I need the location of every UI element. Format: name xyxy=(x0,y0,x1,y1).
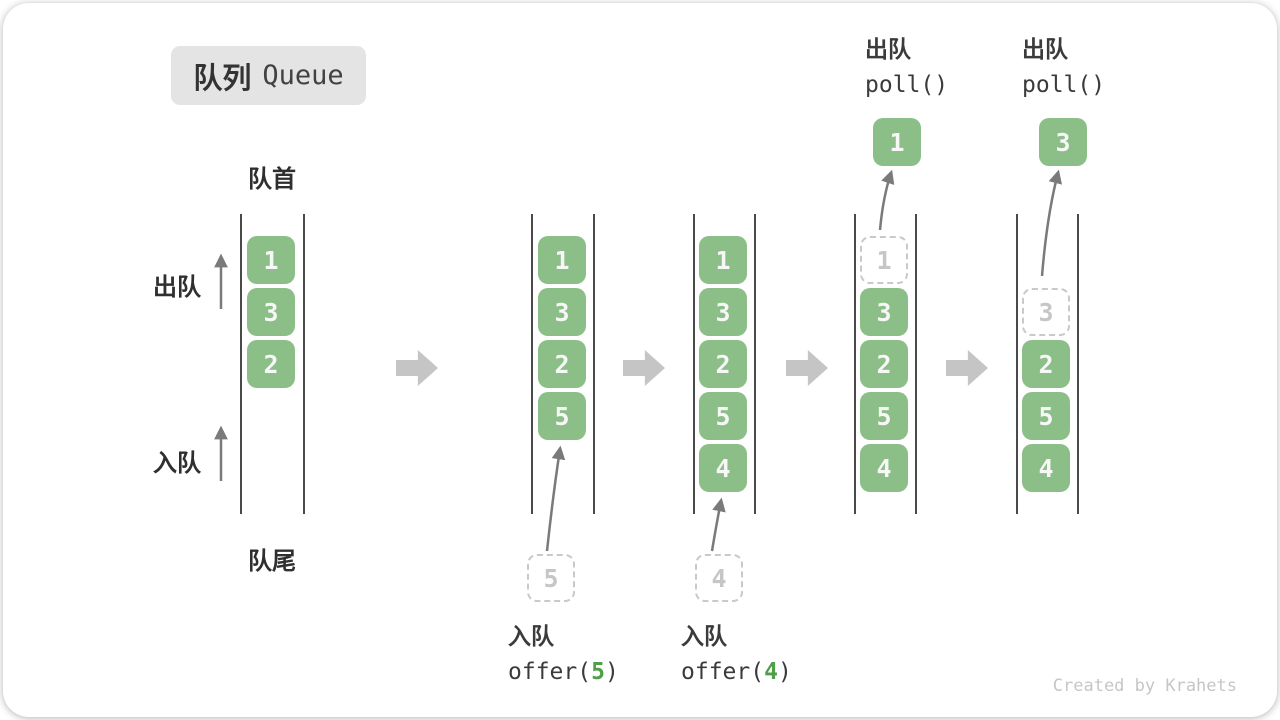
queue-cell: 2 xyxy=(1022,340,1070,388)
queue-wall xyxy=(240,214,242,514)
offer5-op-label: 入队 offer(5) xyxy=(508,618,619,690)
queue-cell: 4 xyxy=(1022,444,1070,492)
poll2-code-text: poll() xyxy=(1022,72,1106,98)
enqueue-4-arrow xyxy=(710,497,726,552)
queue-wall xyxy=(915,214,917,514)
queue-wall xyxy=(303,214,305,514)
queue-rear-label: 队尾 xyxy=(248,548,296,575)
offer4-code-text: offer(4) xyxy=(681,654,792,690)
queue-cell: 5 xyxy=(538,392,586,440)
queue-cell-removed: 3 xyxy=(1022,288,1070,336)
code-fragment: offer( xyxy=(681,659,765,685)
poll-3-arrow xyxy=(1040,169,1063,277)
poll1-op-label: 出队 poll() xyxy=(865,31,948,103)
queue-cell: 3 xyxy=(860,288,908,336)
queue-wall xyxy=(754,214,756,514)
dequeue-side-label: 出队 xyxy=(153,274,201,301)
queue-cell: 2 xyxy=(699,340,747,388)
offer5-action-text: 入队 xyxy=(508,623,554,649)
polled-cell: 3 xyxy=(1039,118,1087,166)
transition-arrow-icon xyxy=(786,350,828,386)
polled-cell: 1 xyxy=(873,118,921,166)
queue-cell: 1 xyxy=(247,236,295,284)
offer4-op-label: 入队 offer(4) xyxy=(681,618,792,690)
diagram-canvas: 队列 Queue 队首 队尾 出队 入队 1 3 2 1 3 2 xyxy=(3,3,1277,717)
transition-arrow-icon xyxy=(623,350,665,386)
offer4-action-text: 入队 xyxy=(681,623,727,649)
title-badge: 队列 Queue xyxy=(171,46,366,105)
queue-front-label: 队首 xyxy=(248,166,296,193)
title-english: Queue xyxy=(262,60,344,91)
queue-cell: 3 xyxy=(247,288,295,336)
code-fragment: offer( xyxy=(508,659,592,685)
poll2-op-label: 出队 poll() xyxy=(1022,31,1105,103)
queue-wall xyxy=(1016,214,1018,514)
code-arg: 4 xyxy=(764,659,778,685)
queue-cell: 1 xyxy=(538,236,586,284)
transition-arrow-icon xyxy=(946,350,988,386)
code-arg: 5 xyxy=(591,659,605,685)
watermark: Created by Krahets xyxy=(1052,676,1237,696)
queue-cell: 2 xyxy=(538,340,586,388)
queue-cell: 4 xyxy=(699,444,747,492)
transition-arrow-icon xyxy=(396,350,438,386)
queue-cell: 3 xyxy=(699,288,747,336)
poll1-code-text: poll() xyxy=(865,72,949,98)
queue-wall xyxy=(854,214,856,514)
queue-cell-removed: 1 xyxy=(860,236,908,284)
enqueue-side-label: 入队 xyxy=(153,450,201,477)
enqueue-5-arrow xyxy=(545,445,566,552)
queue-cell: 2 xyxy=(247,340,295,388)
queue-wall xyxy=(593,214,595,514)
queue-wall xyxy=(1077,214,1079,514)
queue-cell: 4 xyxy=(860,444,908,492)
title-chinese: 队列 xyxy=(193,62,252,95)
incoming-cell: 4 xyxy=(695,554,743,602)
queue-cell: 1 xyxy=(699,236,747,284)
offer5-code-text: offer(5) xyxy=(508,654,619,690)
queue-cell: 5 xyxy=(860,392,908,440)
code-fragment: ) xyxy=(604,659,619,685)
code-fragment: ) xyxy=(777,659,792,685)
incoming-cell: 5 xyxy=(527,554,575,602)
queue-wall xyxy=(693,214,695,514)
queue-cell: 5 xyxy=(1022,392,1070,440)
queue-cell: 2 xyxy=(860,340,908,388)
poll1-action-text: 出队 xyxy=(865,36,911,62)
poll-1-arrow xyxy=(878,169,895,231)
queue-cell: 5 xyxy=(699,392,747,440)
queue-wall xyxy=(531,214,533,514)
queue-cell: 3 xyxy=(538,288,586,336)
poll2-action-text: 出队 xyxy=(1022,36,1068,62)
